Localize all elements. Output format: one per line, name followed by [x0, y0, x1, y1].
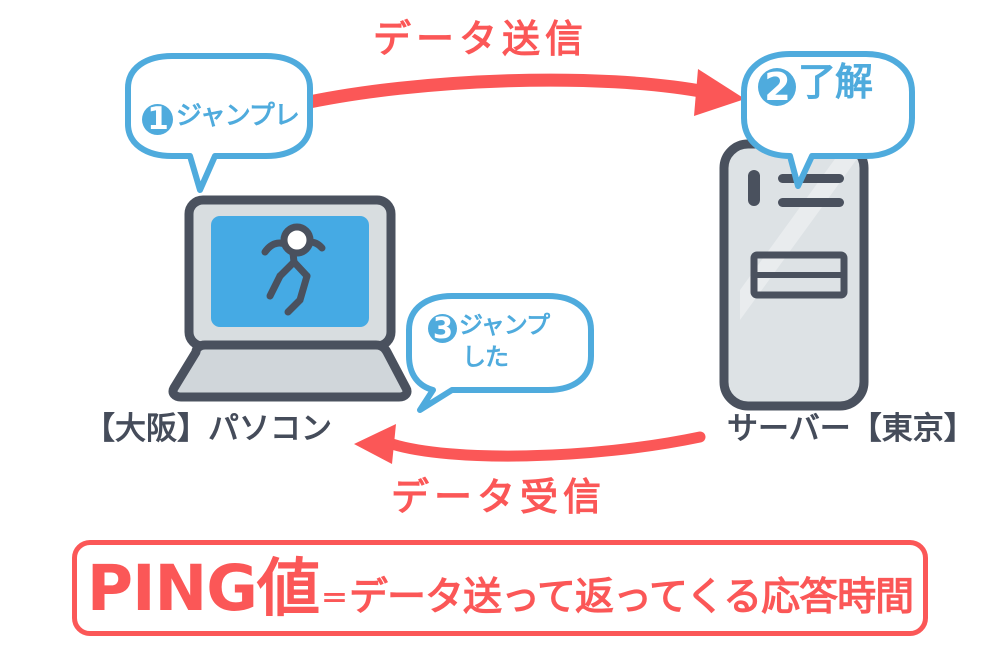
ping-definition-banner: PING値＝データ送って返ってくる応答時間: [72, 540, 928, 636]
bubble-3-number: 3: [428, 313, 457, 343]
ping-term: PING値: [86, 551, 320, 625]
receive-label: データ受信: [391, 475, 607, 519]
ping-definition-text: データ送って返ってくる応答時間: [348, 575, 914, 620]
bubble-2-number: 2: [758, 67, 796, 106]
bubble-1-number: 1: [142, 103, 173, 135]
bubble-3-label-line1: ジャンプ: [459, 311, 550, 339]
bubble-1-label: ジャンプレ: [176, 101, 300, 131]
equals-sign: ＝: [320, 583, 348, 615]
laptop-caption: 【大阪】パソコン: [84, 411, 332, 447]
send-arrow: [293, 69, 745, 116]
server-caption: サーバー【東京】: [727, 411, 975, 447]
receive-arrow: [354, 424, 706, 464]
laptop-icon: [168, 195, 412, 402]
bubble-3-label-line2: した: [462, 342, 509, 371]
bubble-2-label: 了解: [798, 60, 873, 104]
server-icon: [719, 139, 869, 411]
send-label: データ送信: [373, 17, 589, 61]
speech-bubble-1: [125, 53, 313, 193]
